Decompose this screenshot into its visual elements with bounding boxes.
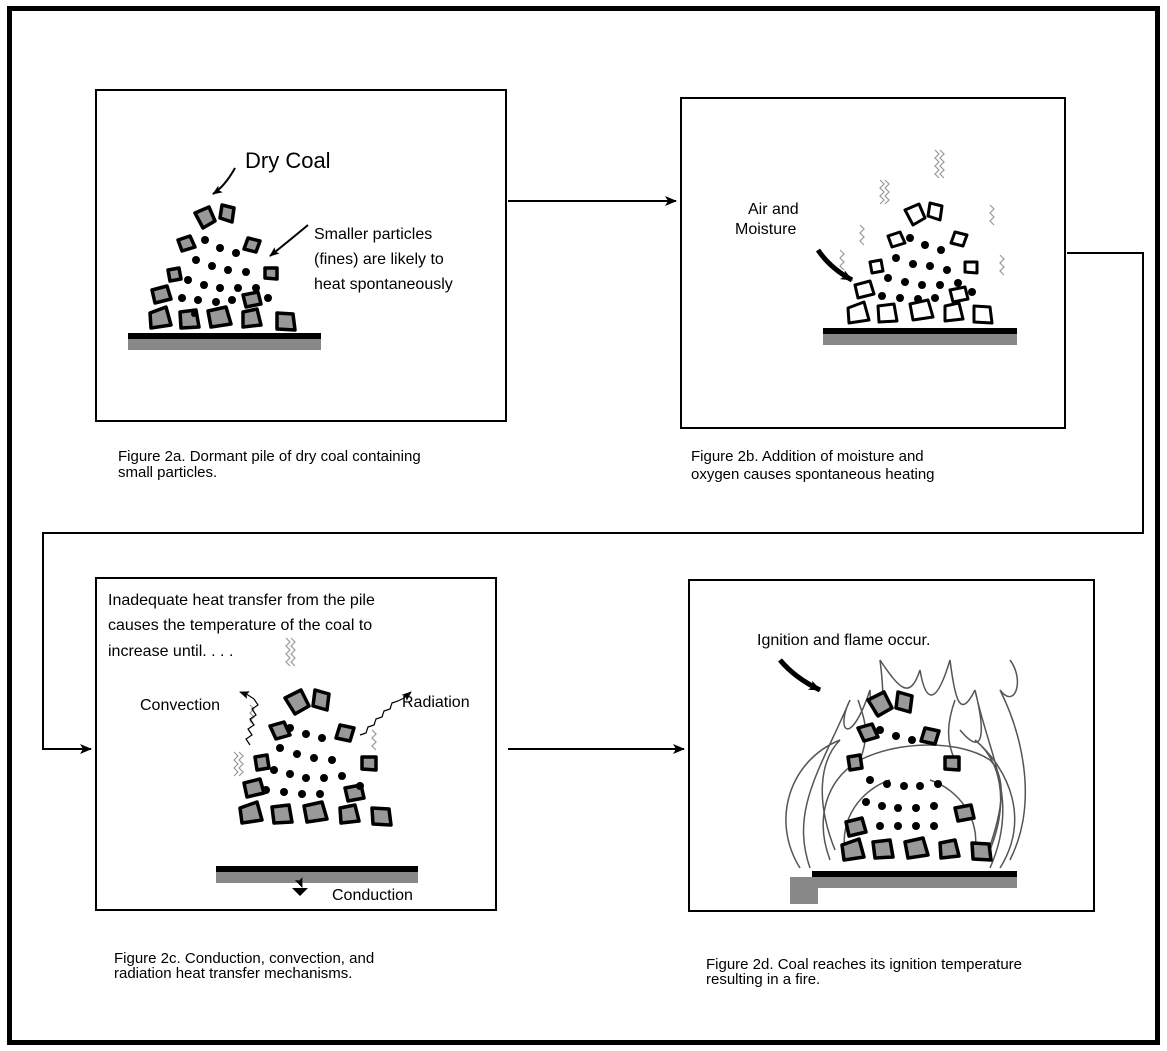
label-fines-line-1: Smaller particles xyxy=(314,226,433,243)
caption-2a-line-1: Figure 2a. Dormant pile of dry coal cont… xyxy=(118,448,421,465)
intro-line-1: Inadequate heat transfer from the pile xyxy=(108,592,375,609)
coal-pile-2b xyxy=(846,201,994,325)
flames-2d xyxy=(785,659,1027,869)
caption-2d-line-1: Figure 2d. Coal reaches its ignition tem… xyxy=(706,956,1022,973)
label-air-line-2: Moisture xyxy=(735,221,797,238)
caption-2b-line-1: Figure 2b. Addition of moisture and xyxy=(691,448,924,465)
panel-2c xyxy=(95,577,497,911)
coal-pile-2a xyxy=(148,203,297,332)
intro-line-3: increase until. . . . xyxy=(108,643,234,660)
panel-2a xyxy=(95,89,507,422)
intro-line-2: causes the temperature of the coal to xyxy=(108,617,373,634)
label-fines-line-3: heat spontaneously xyxy=(314,276,453,293)
caption-2d-line-2: resulting in a fire. xyxy=(706,971,821,988)
flow-arrows xyxy=(42,196,1144,754)
label-radiation: Radiation xyxy=(402,694,470,711)
heat-wisps-2c xyxy=(233,637,377,777)
label-fines-line-2: (fines) are likely to xyxy=(314,251,444,268)
coal-pile-2c xyxy=(238,688,393,827)
conduction-arrow xyxy=(292,888,308,896)
label-air-line-1: Air and xyxy=(748,201,799,218)
heat-transfer-arrows-2c xyxy=(239,691,412,888)
coal-pile-2d xyxy=(840,690,993,862)
annotation-arrows-2a xyxy=(212,167,309,257)
caption-2a-line-2: small particles. xyxy=(118,464,218,481)
heat-wisps-2b xyxy=(839,149,1005,276)
diagram-frame xyxy=(7,6,1160,1045)
label-dry-coal: Dry Coal xyxy=(245,148,331,173)
caption-2c-line-1: Figure 2c. Conduction, convection, and xyxy=(114,950,375,967)
label-conduction: Conduction xyxy=(332,887,413,904)
label-convection: Convection xyxy=(140,697,221,714)
air-moisture-arrow xyxy=(815,248,854,283)
ignition-arrow xyxy=(778,658,822,693)
label-ignition: Ignition and flame occur. xyxy=(757,632,931,649)
caption-2c-line-2: radiation heat transfer mechanisms. xyxy=(114,965,353,982)
caption-2b-line-2: oxygen causes spontaneous heating xyxy=(691,466,935,483)
panel-2b xyxy=(680,97,1066,429)
ground-bars xyxy=(128,328,1017,904)
